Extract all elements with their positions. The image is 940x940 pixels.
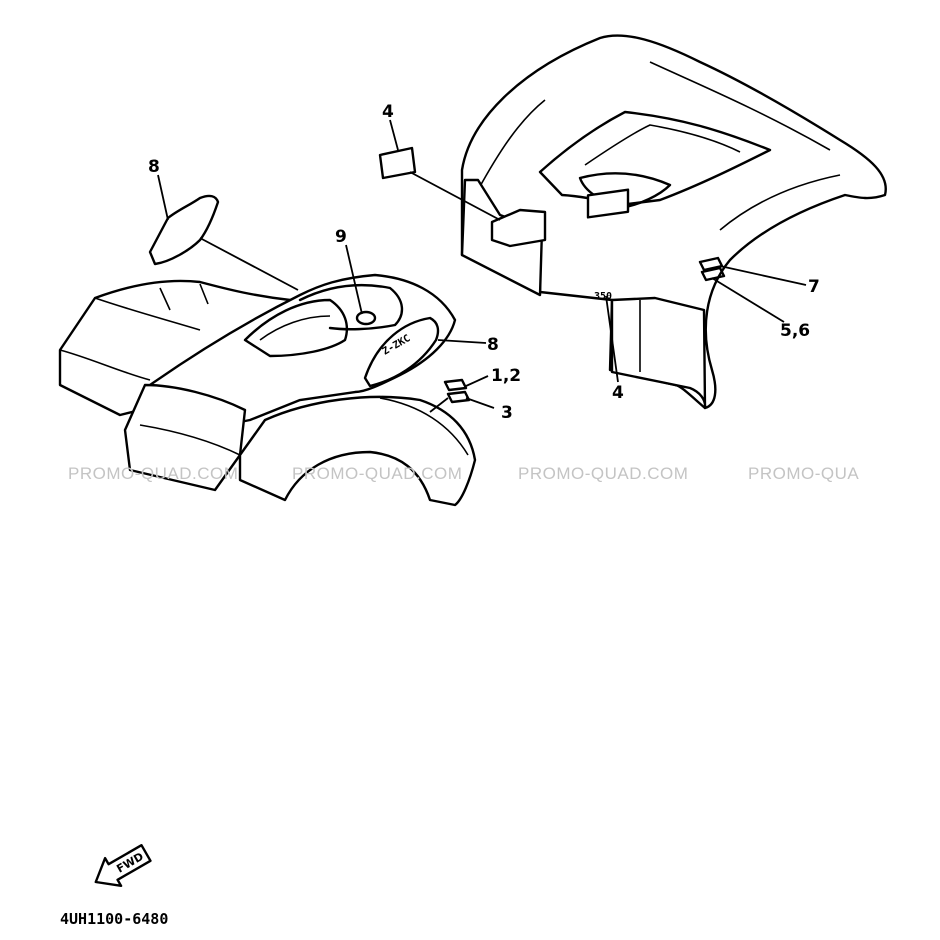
loose-decals xyxy=(148,146,417,266)
leader-lines xyxy=(157,119,807,413)
callout-4-bottom: 4 xyxy=(612,383,624,403)
rear-fender: 350 xyxy=(460,34,887,410)
callout-5-6: 5,6 xyxy=(780,321,810,341)
decal-8-loose xyxy=(148,194,220,266)
diagram-code: 4UH1100-6480 xyxy=(60,910,168,928)
watermark-row: PROMO-QUAD.COM PROMO-QUAD.COM PROMO-QUAD… xyxy=(68,464,859,483)
callout-numbers: 4 8 9 8 1,2 3 7 5,6 4 xyxy=(148,102,820,423)
front-fender: Z-ZKC xyxy=(58,273,477,507)
watermark-text: PROMO-QUA xyxy=(748,464,859,483)
callout-7: 7 xyxy=(808,277,820,297)
callout-4-top: 4 xyxy=(382,102,394,122)
decal-350-text: 350 xyxy=(594,291,612,302)
decal-4-loose xyxy=(378,146,417,180)
gas-cap-decal xyxy=(355,310,377,326)
decal-350 xyxy=(586,188,630,219)
callout-3: 3 xyxy=(501,403,513,423)
watermark-text: PROMO-QUAD.COM xyxy=(68,464,238,483)
callout-8-left: 8 xyxy=(148,157,160,177)
watermark-text: PROMO-QUAD.COM xyxy=(518,464,688,483)
callout-9: 9 xyxy=(335,227,347,247)
watermark-text: PROMO-QUAD.COM xyxy=(292,464,462,483)
callout-1-2: 1,2 xyxy=(491,366,521,386)
callout-8-front: 8 xyxy=(487,335,499,355)
fwd-arrow-icon: FWD xyxy=(94,844,152,888)
